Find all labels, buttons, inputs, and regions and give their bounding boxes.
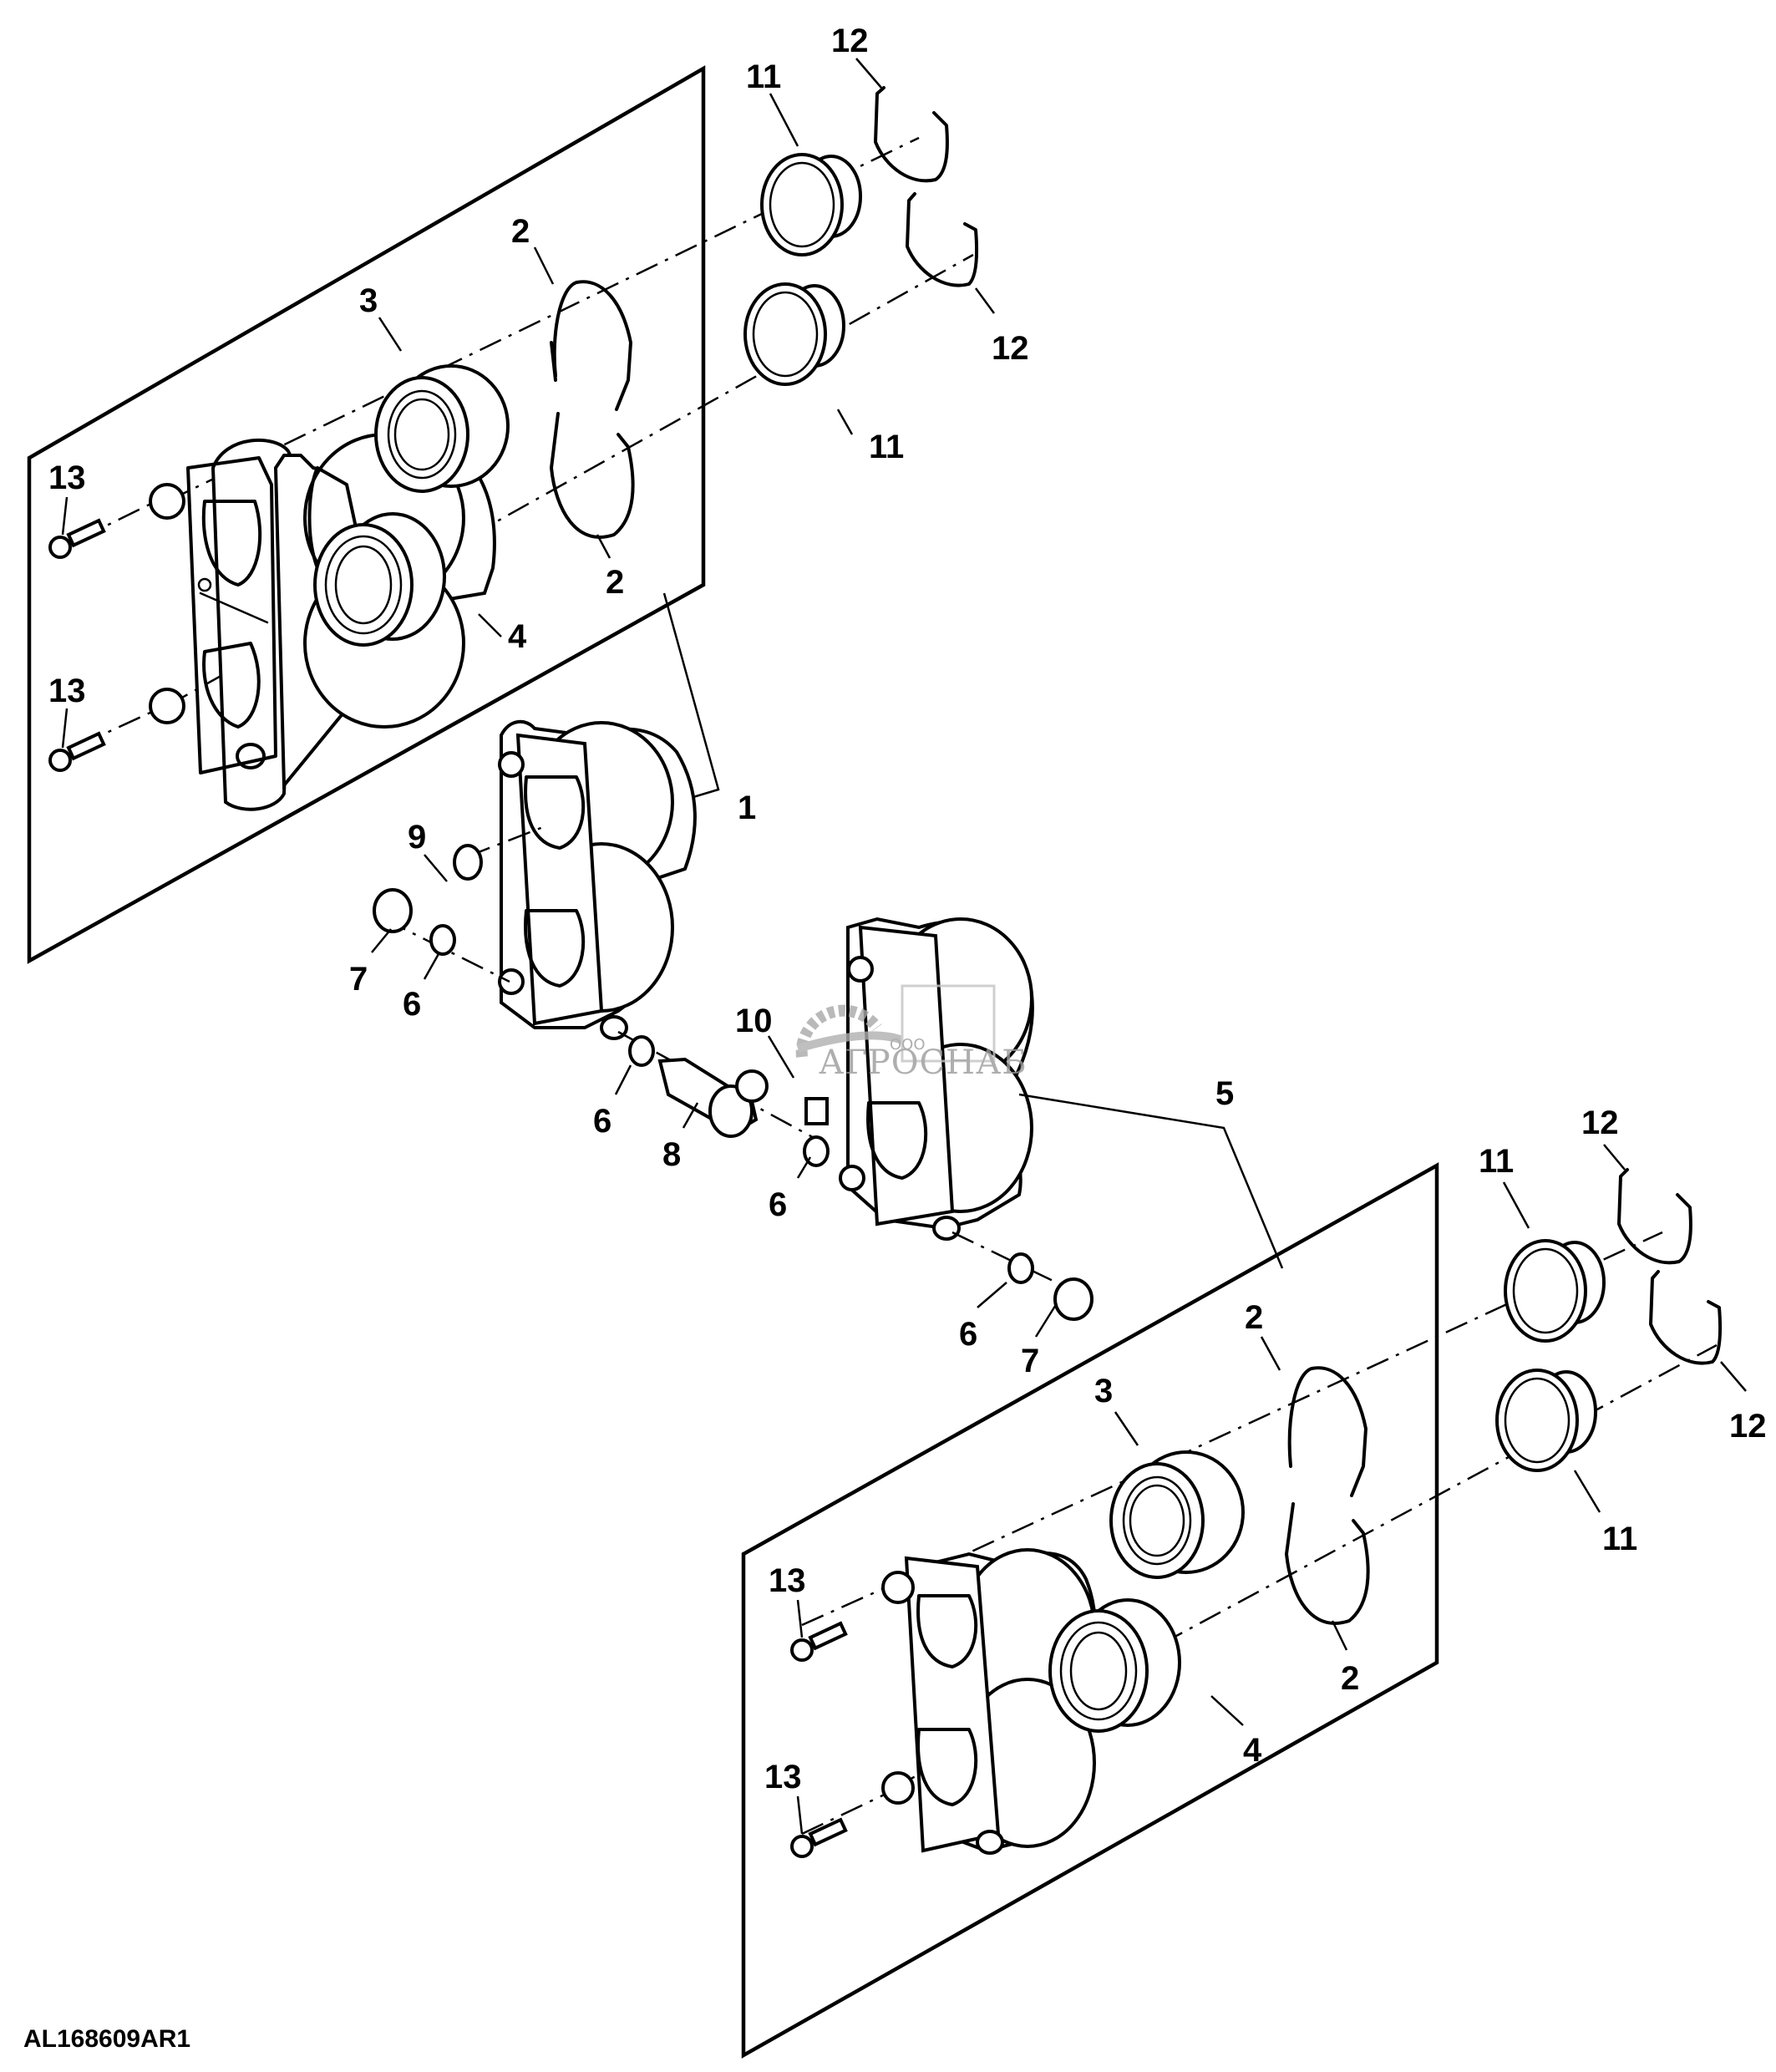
item-1-bracket: [662, 592, 720, 801]
item-7-plug: [1053, 1277, 1094, 1321]
callout-6: 6: [959, 1316, 977, 1353]
callout-12: 12: [831, 23, 869, 59]
top-item-12-snap-rings: [874, 86, 979, 287]
callout-3: 3: [359, 282, 378, 319]
callout-6: 6: [593, 1103, 611, 1140]
top-item-11-sleeves: [743, 153, 862, 386]
middle-valve-1: [498, 719, 697, 1040]
bottom-item-2-wires: [1285, 1366, 1370, 1625]
bottom-subassembly-panel: [741, 1162, 1439, 2059]
middle-valve-5: [839, 917, 1034, 1241]
middle-leaders: [371, 854, 1284, 1338]
top-item-13-screws: [48, 518, 106, 772]
bottom-valve-body: [881, 1548, 1097, 1855]
callout-3: 3: [1094, 1373, 1113, 1409]
watermark-name: АГРОСНАБ: [819, 1044, 1028, 1082]
figure-reference-code: AL168609AR1: [23, 2025, 190, 2053]
callout-11: 11: [746, 58, 781, 95]
middle-centerlines: [383, 825, 1066, 1288]
callout-5: 5: [1215, 1075, 1234, 1112]
callout-6: 6: [769, 1186, 787, 1223]
callout-12: 12: [992, 330, 1029, 367]
callout-4: 4: [508, 618, 527, 655]
bottom-item-3-bearing: [1109, 1450, 1245, 1579]
callout-13: 13: [764, 1759, 802, 1795]
callout-2: 2: [511, 213, 530, 250]
callout-11: 11: [1479, 1143, 1514, 1180]
callout-9: 9: [408, 819, 426, 856]
callout-7: 7: [349, 961, 368, 998]
bottom-panel-labels: 12 11 2 3 12 11 13 2 4 13: [764, 1105, 1767, 1795]
watermark-logo: ООО АГРОСНАБ: [795, 984, 1028, 1082]
item-6-o-ring: [628, 1035, 655, 1067]
callout-13: 13: [769, 1562, 806, 1599]
top-item-4-bearing: [313, 512, 446, 647]
callout-11: 11: [869, 429, 904, 465]
top-leaders: [61, 58, 996, 749]
callout-6: 6: [403, 986, 421, 1023]
item-6-o-ring: [1007, 1252, 1034, 1284]
middle-labels: 1 9 7 6 10 6 8 6 5 6 7: [349, 790, 1234, 1379]
watermark-prefix: ООО: [890, 1036, 926, 1054]
bottom-item-12-snap-rings: [1617, 1168, 1723, 1365]
top-panel-labels: 12 11 2 3 12 11 13 2 4 13: [48, 23, 1029, 709]
top-subassembly-panel: [27, 65, 706, 964]
callout-12: 12: [1581, 1105, 1619, 1141]
bottom-item-11-sleeves: [1495, 1239, 1606, 1472]
callout-1: 1: [738, 790, 756, 826]
callout-2: 2: [1245, 1299, 1263, 1336]
item-6-o-ring: [429, 924, 456, 956]
item-7-plug: [373, 888, 413, 933]
callout-2: 2: [1341, 1660, 1359, 1697]
bottom-item-4-bearing: [1048, 1598, 1181, 1733]
bottom-leaders: [796, 1144, 1747, 1835]
bottom-item-13-screws: [790, 1621, 848, 1858]
callout-7: 7: [1021, 1343, 1039, 1379]
callout-13: 13: [48, 673, 86, 709]
callout-2: 2: [606, 564, 624, 601]
item-9-bleed-screw: [453, 844, 483, 881]
callout-13: 13: [48, 460, 86, 496]
item-10-clip: [804, 1097, 829, 1125]
callout-12: 12: [1729, 1408, 1767, 1445]
callout-4: 4: [1243, 1732, 1262, 1769]
top-item-3-bearing: [374, 364, 510, 493]
top-item-2-wires: [550, 280, 635, 539]
callout-11: 11: [1602, 1521, 1637, 1557]
callout-10: 10: [735, 1003, 773, 1039]
callout-8: 8: [662, 1136, 681, 1173]
top-valve-body: [149, 433, 496, 811]
